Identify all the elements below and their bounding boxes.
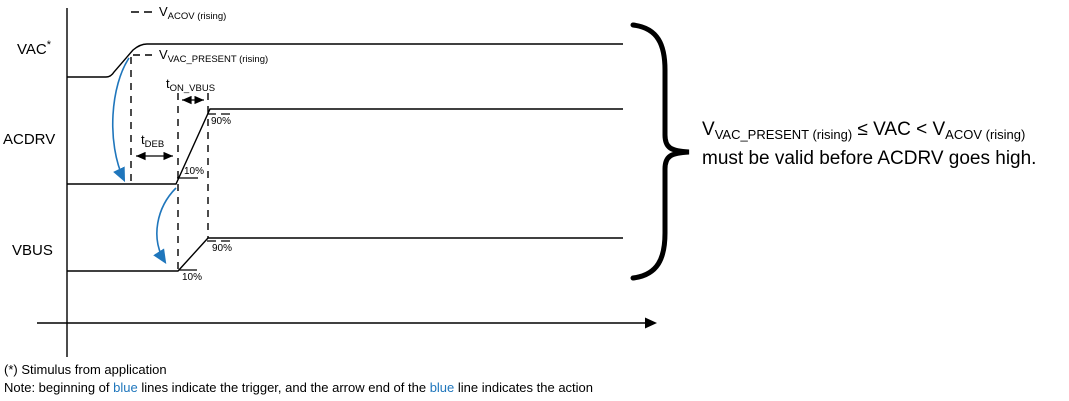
acdrv-90pct-label: 90% xyxy=(211,116,232,127)
vacov-threshold-label: VACOV (rising) xyxy=(159,4,227,22)
x-axis-arrowhead-icon xyxy=(645,317,657,329)
ton-vbus-label: tON_VBUS xyxy=(166,76,216,94)
signal-label-vbus: VBUS xyxy=(12,242,53,259)
vac-footnote-asterisk: * xyxy=(46,39,52,51)
signal-label-vac: VAC* xyxy=(17,39,52,58)
tdeb-label: tDEB xyxy=(141,132,165,150)
trigger-arrow-acdrv-to-vbus xyxy=(153,187,177,265)
footnote-blue-note: Note: beginning of blue lines indicate t… xyxy=(4,380,594,395)
vac-present-threshold-label: VVAC_PRESENT (rising) xyxy=(159,47,269,65)
vbus-10pct-label: 10% xyxy=(182,272,203,283)
curly-brace xyxy=(630,22,690,281)
vbus-waveform xyxy=(67,237,623,272)
vac-waveform xyxy=(67,43,623,78)
acdrv-waveform xyxy=(67,108,623,185)
condition-line2: must be valid before ACDRV goes high. xyxy=(702,148,1037,169)
trigger-arrow-vac-to-acdrv xyxy=(111,57,130,183)
vbus-90pct-label: 90% xyxy=(212,243,233,254)
acdrv-10pct-label: 10% xyxy=(184,166,205,177)
condition-text: VVAC_PRESENT (rising) ≤ VAC < VACOV (ris… xyxy=(702,118,1036,171)
signal-label-acdrv: ACDRV xyxy=(3,131,56,148)
condition-line1: VVAC_PRESENT (rising) ≤ VAC < VACOV (ris… xyxy=(702,119,1026,142)
footnotes: (*) Stimulus from application Note: begi… xyxy=(4,361,593,397)
footnote-stimulus: (*) Stimulus from application xyxy=(4,362,167,377)
